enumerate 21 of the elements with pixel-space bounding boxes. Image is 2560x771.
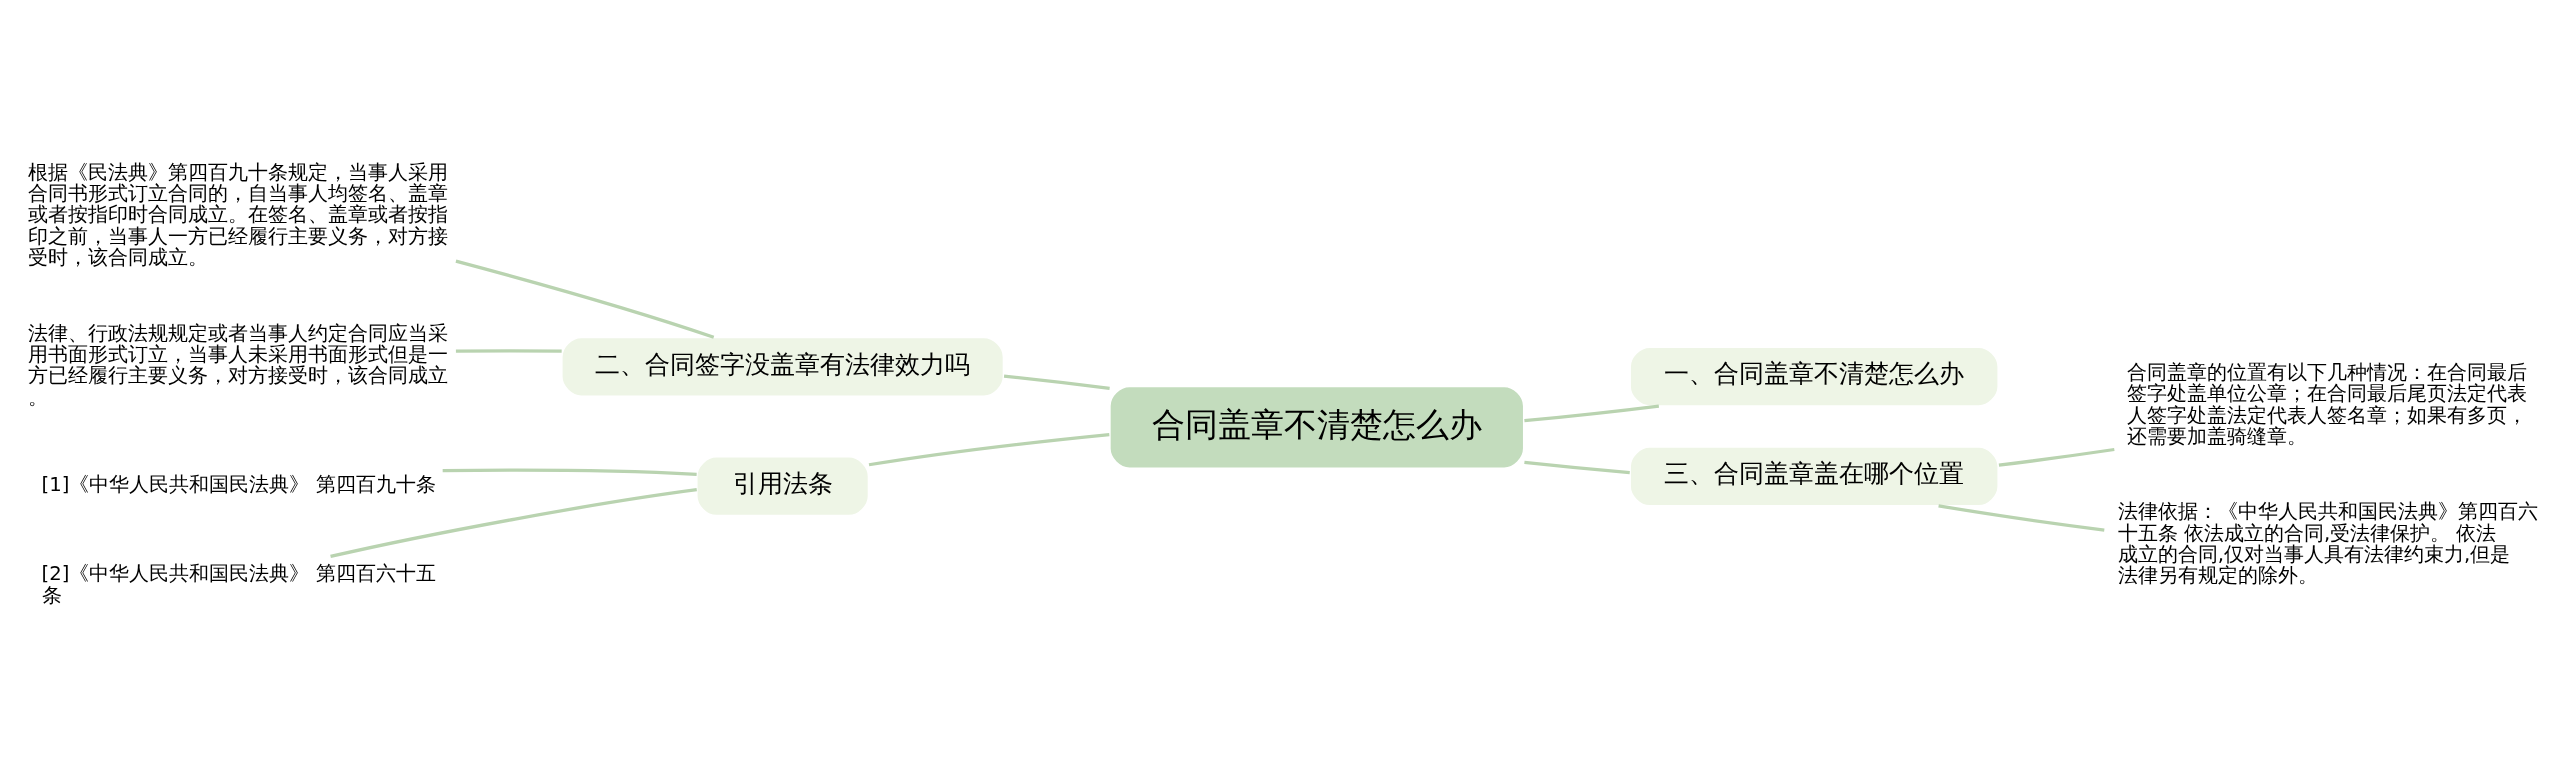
node-text: 根据《民法典》第四百九十条规定，当事人采用合同书形式订立合同的，自当事人均签名、盖章或者按指印时合同成立。在签名、盖章或者按指印之前，当事人一方已经履行主要义务，对方接受时，该合同成立。 [28,160,449,269]
connector [1524,404,1660,422]
connector [1003,373,1110,390]
connector [455,259,715,339]
connector [1998,447,2115,467]
node-text: 法律、行政法规规定或者当事人约定合同应当采用书面形式订立，当事人未采用书面形式但是一方已经履行主要义务，对方接受时，该合同成立。 [28,321,449,409]
connector [1938,503,2105,532]
connector [455,348,562,353]
node-box: 引用法条 [695,455,870,516]
node-text: [1]《中华人民共和国民法典》 第四百九十条 [41,472,436,496]
node-box: 合同盖章不清楚怎么办 [1109,385,1525,469]
connector [442,468,697,476]
connector [1524,460,1630,474]
connector [330,487,697,558]
node-box: 三、合同盖章盖在哪个位置 [1629,445,2000,507]
node-box: 二、合同签字没盖章有法律效力吗 [560,336,1005,397]
node-text: [2]《中华人民共和国民法典》 第四百六十五条 [41,561,436,607]
node-box: 一、合同盖章不清楚怎么办 [1629,345,2000,407]
node-text: 法律依据：《中华人民共和国民法典》第四百六十五条 依法成立的合同,受法律保护。 依法成立的合同,仅对当事人具有法律约束力,但是法律另有规定的除外。 [2117,499,2538,587]
node-text: 合同盖章的位置有以下几种情况：在合同最后签字处盖单位公章；在合同最后尾页法定代表人签字处盖法定代表人签名章；如果有多页，还需要加盖骑缝章。 [2127,360,2528,448]
connector [868,432,1110,466]
